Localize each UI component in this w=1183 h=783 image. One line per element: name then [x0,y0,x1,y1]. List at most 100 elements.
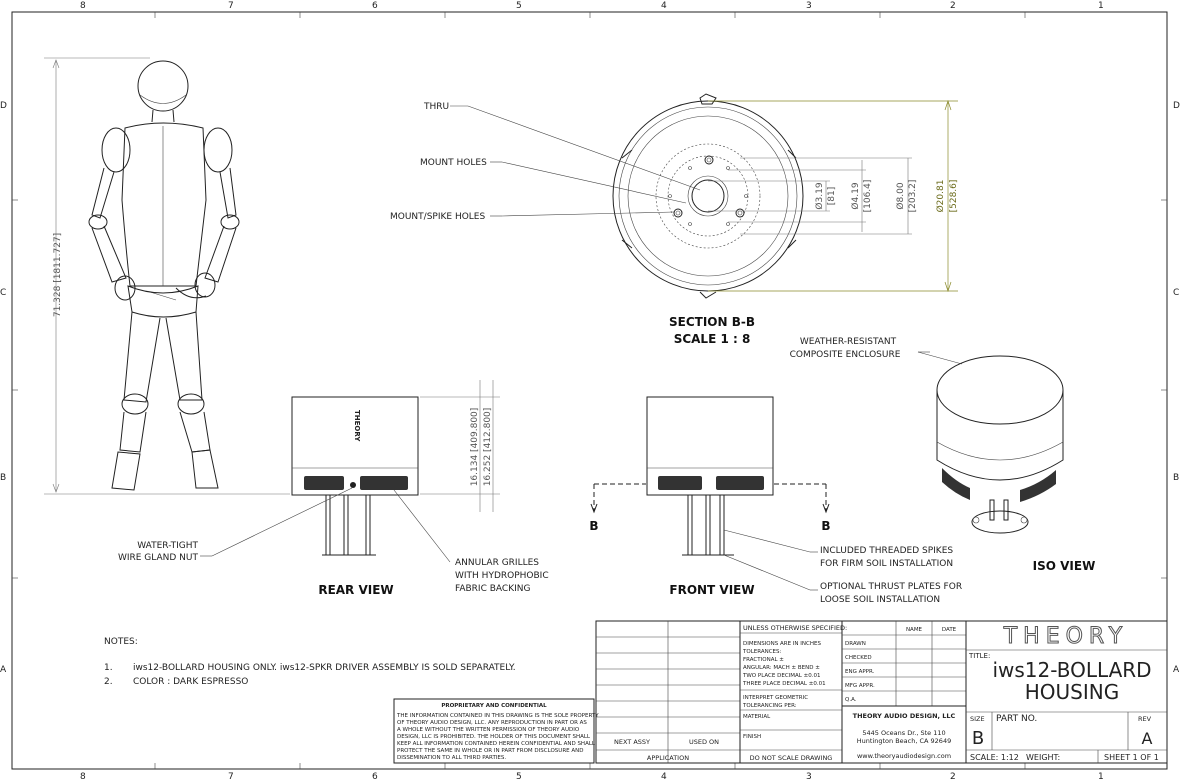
callout-grilles-3: FABRIC BACKING [455,584,530,594]
finish-label: FINISH [743,734,761,740]
wire-gland-nut [350,482,356,488]
tol-line: TWO PLACE DECIMAL ±0.01 [742,673,820,679]
unless-specified: UNLESS OTHERWISE SPECIFIED: [743,624,847,632]
drawing-title-line-1: iws12-BOLLARD [992,658,1151,682]
human-scale-figure: 71.328 [1811.727] [44,57,290,495]
proprietary-line: DESIGN, LLC IS PROHIBITED. THE HOLDER OF… [397,734,591,740]
col-label: 2 [950,772,956,782]
notes: NOTES: 1. iws12-BOLLARD HOUSING ONLY. iw… [104,637,516,687]
col-label: 4 [661,1,667,11]
mfg-appr-label: MFG APPR. [845,683,875,689]
eng-appr-label: ENG APPR. [845,669,875,675]
note-1-num: 1. [104,663,113,673]
row-label: A [1173,665,1180,675]
front-grille-left [658,476,702,490]
callout-plates-2: LOOSE SOIL INSTALLATION [820,595,940,605]
col-label: 3 [806,1,812,11]
section-mark-right: B [821,519,830,533]
iso-view: WEATHER-RESISTANT COMPOSITE ENCLOSURE IS… [790,337,1096,573]
row-label: C [0,288,6,298]
tol-line: DIMENSIONS ARE IN INCHES [743,641,821,647]
col-label: 5 [516,772,522,782]
callout-water-tight-2: WIRE GLAND NUT [118,553,199,563]
tol-line: FRACTIONAL ± [743,657,784,663]
section-b-b-view: Ø3.19 [81] Ø4.19 [106.4] Ø8.00 [203.2] Ø… [390,93,959,346]
callout-plates-1: OPTIONAL THRUST PLATES FOR [820,582,962,592]
column-labels-top: 8 7 6 5 4 3 2 1 [80,1,1104,11]
rear-grille-right [360,476,408,490]
row-label: D [1173,101,1180,111]
front-grille-right [716,476,764,490]
rear-brand-text: THEORY [353,410,361,442]
callout-mount-holes: MOUNT HOLES [420,158,487,168]
proprietary-line: KEEP ALL INFORMATION CONTAINED HEREIN CO… [397,741,596,747]
dim-528-6: [528.6] [949,180,959,213]
note-1-text: iws12-BOLLARD HOUSING ONLY. iws12-SPKR D… [133,663,516,673]
col-label: 4 [661,772,667,782]
callout-thru: THRU [423,102,449,112]
section-title: SECTION B-B [669,315,755,329]
col-label: 6 [372,772,378,782]
size-value: B [972,728,984,749]
title-block: PROPRIETARY AND CONFIDENTIAL THE INFORMA… [393,620,1168,764]
address-line-1: 5445 Oceans Dr., Ste 110 [862,729,945,737]
name-col: NAME [906,627,923,633]
proprietary-line: A WHOLE WITHOUT THE WRITTEN PERMISSION O… [397,727,580,733]
drawing-title-line-2: HOUSING [1025,680,1119,704]
checked-label: CHECKED [845,655,872,661]
dim-20-81: Ø20.81 [935,180,946,213]
human-height-dimension: 71.328 [1811.727] [53,233,63,317]
callout-mount-spike-holes: MOUNT/SPIKE HOLES [390,212,485,222]
dim-3-19: Ø3.19 [814,182,825,209]
row-label: B [0,473,6,483]
proprietary-line: THE INFORMATION CONTAINED IN THIS DRAWIN… [396,713,599,719]
website: www.theoryaudiodesign.com [857,752,951,760]
rev-value: A [1142,729,1153,748]
note-2-text: COLOR : DARK ESPRESSO [133,677,248,687]
column-labels-bottom: 8 7 6 5 4 3 2 1 [80,772,1104,782]
notes-heading: NOTES: [104,637,138,647]
part-no-label: PART NO. [996,714,1037,724]
sheet-label: SHEET 1 OF 1 [1104,753,1159,762]
col-label: 7 [228,772,234,782]
proprietary-title: PROPRIETARY AND CONFIDENTIAL [441,703,547,709]
application-label: APPLICATION [647,754,689,762]
tol-line: THREE PLACE DECIMAL ±0.01 [742,681,826,687]
rear-grille-left [304,476,344,490]
col-label: 2 [950,1,956,11]
front-view-title: FRONT VIEW [669,583,754,597]
callout-water-tight-1: WATER-TIGHT [137,541,198,551]
row-label: A [0,665,7,675]
title-label: TITLE: [968,652,990,660]
next-assy-label: NEXT ASSY [614,738,650,746]
rear-dim-2: 16.252 [412.800] [483,408,493,487]
front-view: B B INCLUDED THREADED SPIKES FOR FIRM SO… [589,396,962,605]
col-label: 7 [228,1,234,11]
callout-enclosure-2: COMPOSITE ENCLOSURE [790,350,901,360]
dim-203-2: [203.2] [908,180,918,213]
address-line-2: Huntington Beach, CA 92649 [857,737,951,745]
row-label: C [1173,288,1179,298]
row-labels: D C B A D C B A [0,101,1180,675]
col-label: 3 [806,772,812,782]
proprietary-line: DISSEMINATION TO ALL THIRD PARTIES. [397,755,506,761]
dim-81: [81] [827,187,837,205]
material-label: MATERIAL [743,714,771,720]
dim-4-19: Ø4.19 [850,182,861,209]
drawn-label: DRAWN [845,641,866,647]
dim-106-4: [106.4] [863,180,873,213]
qa-label: Q.A. [845,697,857,703]
callout-grilles-2: WITH HYDROPHOBIC [455,571,549,581]
date-col: DATE [942,627,957,633]
interpret-line-1: INTERPRET GEOMETRIC [743,695,808,701]
section-mark-left: B [589,519,598,533]
no-scale-label: DO NOT SCALE DRAWING [750,754,833,762]
row-label: B [1173,473,1179,483]
col-label: 5 [516,1,522,11]
rear-view-title: REAR VIEW [318,583,393,597]
proprietary-line: PROTECT THE SAME IN WHOLE OR IN PART FRO… [397,748,583,754]
scale-label: SCALE: 1:12 [970,753,1019,762]
note-2-num: 2. [104,677,113,687]
col-label: 6 [372,1,378,11]
